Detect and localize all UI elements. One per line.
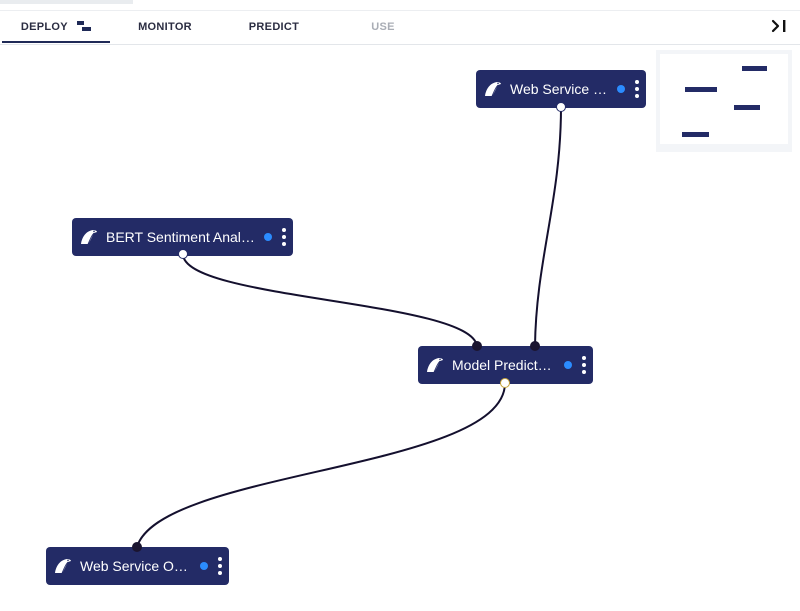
node-menu-icon[interactable]	[281, 228, 287, 246]
minimap-viewport	[660, 54, 788, 144]
input-port-model-predictor-2[interactable]	[530, 341, 540, 351]
output-port-model-predictor[interactable]	[500, 378, 510, 388]
top-strip	[0, 0, 133, 4]
tab-predict[interactable]: PREDICT	[220, 11, 328, 43]
minimap-node-web-service-out	[682, 132, 709, 137]
node-menu-icon[interactable]	[634, 80, 640, 98]
bird-icon	[55, 559, 71, 574]
output-port-web-service-in[interactable]	[556, 102, 566, 112]
status-dot	[564, 361, 572, 369]
status-dot	[200, 562, 208, 570]
node-label: Web Service OUT 1	[80, 558, 192, 574]
node-model-predictor[interactable]: Model Predictor 1	[418, 346, 593, 384]
node-menu-icon[interactable]	[581, 356, 587, 374]
tab-monitor-label: MONITOR	[138, 21, 192, 33]
node-label: Model Predictor 1	[452, 357, 556, 373]
node-web-service-in[interactable]: Web Service IN 1	[476, 70, 646, 108]
minimap-node-bert	[685, 87, 717, 92]
minimap-node-web-service-in	[742, 66, 767, 71]
minimap-node-model-predictor	[734, 105, 760, 110]
output-port-bert[interactable]	[178, 249, 188, 259]
tab-use-label: USE	[371, 21, 395, 33]
collapse-panel-icon[interactable]	[770, 13, 792, 39]
node-label: Web Service IN 1	[510, 81, 609, 97]
bird-icon	[427, 358, 443, 373]
tab-monitor[interactable]: MONITOR	[110, 11, 220, 43]
node-web-service-out[interactable]: Web Service OUT 1	[46, 547, 229, 585]
bird-icon	[81, 230, 97, 245]
input-port-web-service-out[interactable]	[132, 542, 142, 552]
status-dot	[617, 85, 625, 93]
top-divider	[0, 10, 800, 11]
node-label: BERT Sentiment Analysi...	[106, 229, 256, 245]
tab-deploy[interactable]: DEPLOY	[2, 11, 110, 43]
pipeline-icon	[77, 21, 92, 31]
status-dot	[264, 233, 272, 241]
minimap[interactable]	[656, 50, 792, 152]
top-tab-bar: DEPLOY MONITOR PREDICT USE	[0, 0, 800, 45]
tab-deploy-label: DEPLOY	[20, 21, 68, 33]
node-menu-icon[interactable]	[217, 557, 223, 575]
tab-predict-label: PREDICT	[248, 21, 300, 33]
tab-use[interactable]: USE	[328, 11, 438, 43]
input-port-model-predictor-1[interactable]	[472, 341, 482, 351]
bird-icon	[485, 82, 501, 97]
